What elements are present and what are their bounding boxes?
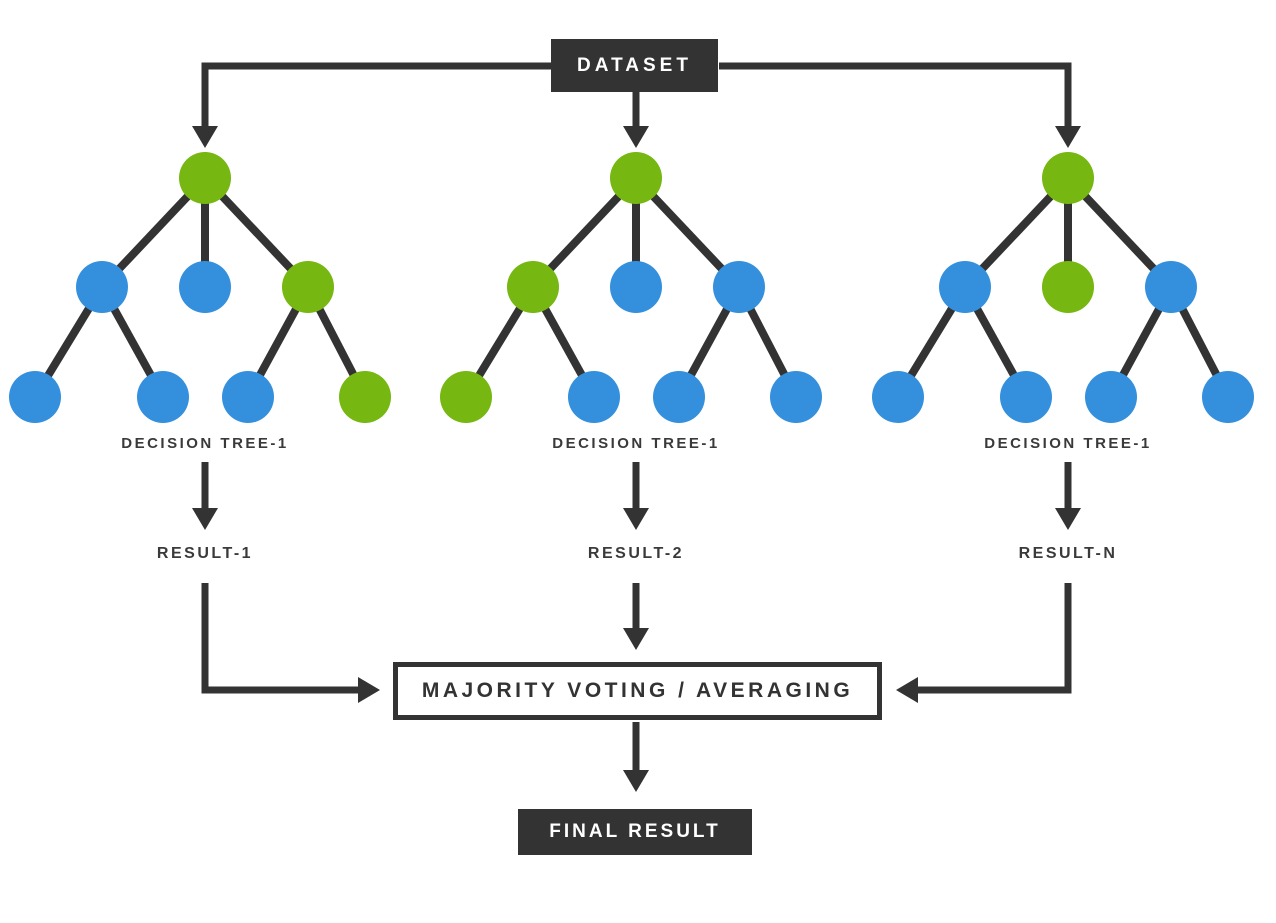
decision-tree-label-1: DECISION TREE-1: [121, 434, 289, 452]
arrow-tree-1-to-result-1: [192, 462, 218, 530]
arrow-head: [623, 770, 649, 792]
tree-node-blue: [713, 261, 765, 313]
arrow-head: [623, 126, 649, 148]
tree-node-blue: [653, 371, 705, 423]
tree-node-green: [440, 371, 492, 423]
tree-node-blue: [137, 371, 189, 423]
arrow-head: [623, 508, 649, 530]
tree-node-blue: [9, 371, 61, 423]
arrow-line: [916, 583, 1072, 694]
tree-node-green: [610, 152, 662, 204]
arrow-result-1-to-voting: [201, 583, 380, 703]
majority-voting-box: MAJORITY VOTING / AVERAGING: [393, 662, 882, 720]
arrow-result-n-to-voting: [896, 583, 1072, 703]
decision-tree-3: [872, 152, 1254, 423]
arrow-dataset-to-tree-3: [719, 62, 1081, 148]
result-label-3: RESULT-N: [1018, 545, 1118, 562]
tree-node-blue: [610, 261, 662, 313]
decision-tree-1: [9, 152, 391, 423]
dataset-label: DATASET: [577, 54, 692, 76]
result-label-2: RESULT-2: [587, 545, 685, 562]
tree-node-blue: [568, 371, 620, 423]
result-label-1: RESULT-1: [156, 545, 254, 562]
arrow-line: [719, 62, 1072, 130]
arrow-head: [623, 628, 649, 650]
arrow-line: [201, 62, 551, 130]
tree-node-green: [1042, 152, 1094, 204]
tree-node-blue: [939, 261, 991, 313]
arrow-head: [358, 677, 380, 703]
arrow-tree-3-to-result-n: [1055, 462, 1081, 530]
arrow-dataset-to-tree-2: [623, 92, 649, 148]
final-result-label: FINAL RESULT: [549, 821, 721, 842]
arrow-head: [896, 677, 918, 703]
decision-tree-label-3: DECISION TREE-1: [984, 434, 1152, 452]
arrow-line: [201, 583, 360, 694]
arrow-dataset-to-tree-1: [192, 62, 551, 148]
tree-node-blue: [222, 371, 274, 423]
dataset-box: DATASET: [551, 39, 718, 92]
tree-node-blue: [1085, 371, 1137, 423]
decision-tree-label-2: DECISION TREE-1: [552, 434, 720, 452]
arrow-head: [1055, 126, 1081, 148]
arrow-result-2-to-voting: [623, 583, 649, 650]
majority-voting-label: MAJORITY VOTING / AVERAGING: [421, 679, 854, 702]
tree-node-green: [179, 152, 231, 204]
tree-node-blue: [872, 371, 924, 423]
tree-node-green: [1042, 261, 1094, 313]
tree-node-blue: [1202, 371, 1254, 423]
final-result-box: FINAL RESULT: [518, 809, 752, 855]
tree-node-blue: [1000, 371, 1052, 423]
tree-node-green: [507, 261, 559, 313]
arrow-voting-to-final-result: [623, 722, 649, 792]
tree-node-blue: [179, 261, 231, 313]
tree-node-green: [339, 371, 391, 423]
tree-node-green: [282, 261, 334, 313]
arrow-head: [192, 126, 218, 148]
arrow-head: [192, 508, 218, 530]
arrow-tree-2-to-result-2: [623, 462, 649, 530]
arrow-head: [1055, 508, 1081, 530]
tree-node-blue: [1145, 261, 1197, 313]
decision-tree-2: [440, 152, 822, 423]
tree-node-blue: [770, 371, 822, 423]
tree-node-blue: [76, 261, 128, 313]
